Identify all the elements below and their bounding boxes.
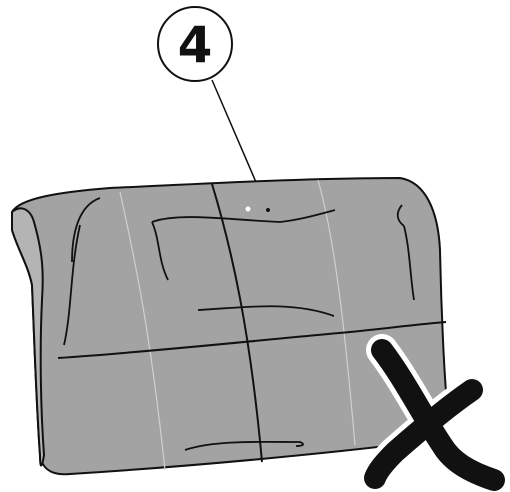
cushion-left-side [11,207,45,467]
wrinkle-left-long [63,224,81,346]
wrinkle-top-center-drop [151,221,169,281]
callout-number: 4 [178,16,213,74]
x-mark-icon [359,334,510,492]
seam-light-right [317,179,356,446]
callout-4: 4 [157,6,233,82]
wrinkle-mid-center [197,305,335,317]
callout-circle [157,6,233,82]
x-mark-stroke-2 [364,379,483,489]
seam-center [211,183,263,463]
x-mark-stroke-1 [371,339,505,491]
wrinkle-left-top [71,197,101,263]
wrinkle-bottom [184,440,304,451]
seam-horizontal [57,321,447,359]
seam-light-left [119,191,166,471]
cushion-dot [245,206,251,212]
wrinkle-right-long [403,225,415,301]
leader-end-dot [266,208,270,212]
wrinkle-right-top [396,204,405,227]
seat-back-cushion [11,177,450,476]
wrinkle-top-center [151,209,336,223]
